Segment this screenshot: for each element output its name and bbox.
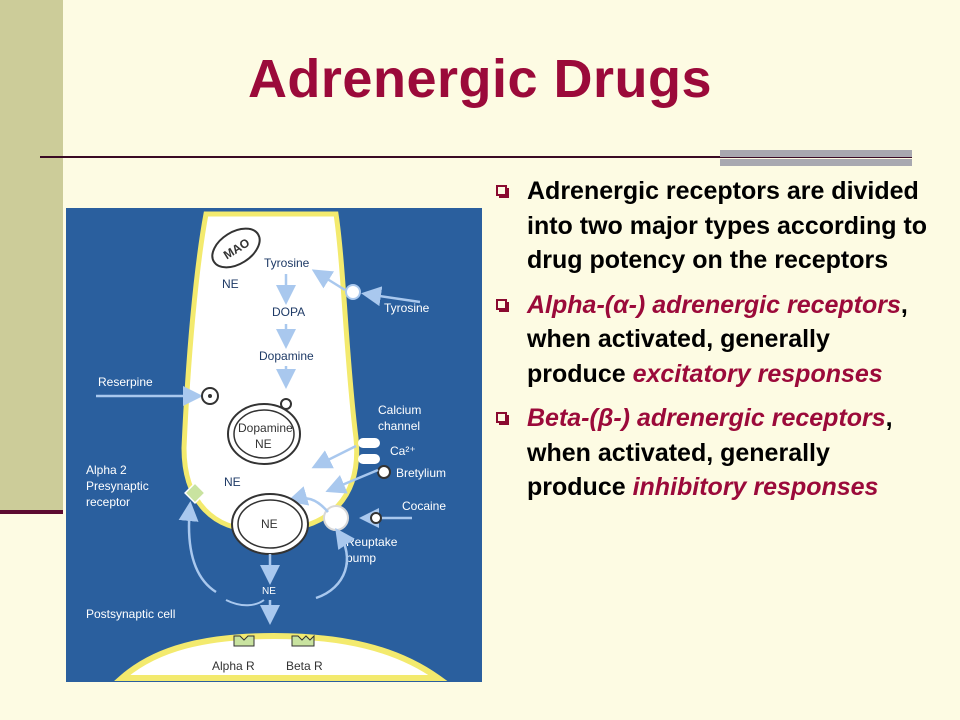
checkbox-bullet-icon bbox=[496, 412, 509, 425]
emphasis-text: inhibitory responses bbox=[632, 473, 879, 501]
emphasis-text: excitatory responses bbox=[632, 359, 883, 388]
bullet-item: Adrenergic receptors are divided into tw… bbox=[494, 174, 934, 278]
reuptake-label: Reuptake bbox=[346, 535, 398, 549]
left-decor-line bbox=[0, 510, 63, 514]
checkbox-bullet-icon bbox=[496, 185, 509, 198]
calcium-ion-label: Ca²⁺ bbox=[390, 444, 416, 458]
emphasis-text: Beta-(β-) adrenergic receptors bbox=[527, 404, 886, 432]
postsynaptic-cell bbox=[114, 632, 448, 681]
beta-receptor bbox=[291, 634, 315, 647]
alpha2-label-2: Presynaptic bbox=[86, 479, 149, 493]
bullet-list: Adrenergic receptors are divided into tw… bbox=[494, 174, 934, 515]
alpha-receptor bbox=[233, 635, 255, 647]
title-divider bbox=[40, 156, 912, 158]
vesicle2-ne-label: NE bbox=[261, 517, 278, 531]
adrenergic-synapse-diagram: MAO Tyrosine NE DOPA Dopamine Tyrosine R… bbox=[66, 208, 482, 682]
cocaine-label: Cocaine bbox=[402, 499, 446, 513]
tyrosine-inner-label: Tyrosine bbox=[264, 256, 310, 270]
title-divider-accent bbox=[720, 150, 912, 166]
reserpine-label: Reserpine bbox=[98, 375, 153, 389]
ne-mid-label: NE bbox=[224, 475, 241, 489]
postsynaptic-label: Postsynaptic cell bbox=[86, 607, 175, 621]
vesicle-ne-label: NE bbox=[255, 437, 272, 451]
slide-title: Adrenergic Drugs bbox=[247, 49, 713, 109]
bullet-text: Adrenergic receptors are divided into tw… bbox=[527, 177, 928, 274]
alpha2-label-3: receptor bbox=[86, 495, 130, 509]
tyrosine-outer-label: Tyrosine bbox=[384, 301, 430, 315]
alpha-r-label: Alpha R bbox=[212, 659, 255, 673]
emphasis-text: Alpha-(α-) adrenergic receptors bbox=[527, 290, 901, 319]
bretylium-label: Bretylium bbox=[396, 466, 446, 480]
mao-mitochondrion: MAO bbox=[211, 227, 261, 269]
bullet-item: Beta-(β-) adrenergic receptors, when act… bbox=[494, 401, 934, 505]
vesicle-dopamine-label: Dopamine bbox=[238, 421, 293, 435]
channel-label: channel bbox=[378, 419, 420, 433]
ne-top-label: NE bbox=[222, 277, 239, 291]
left-decor-band bbox=[0, 0, 63, 512]
bullet-item: Alpha-(α-) adrenergic receptors, when ac… bbox=[494, 288, 934, 392]
ne-cleft-label: NE bbox=[262, 586, 276, 597]
beta-r-label: Beta R bbox=[286, 659, 323, 673]
checkbox-bullet-icon bbox=[496, 298, 509, 312]
bullet-text: , when activated, generally produce bbox=[527, 290, 908, 388]
pump-label: pump bbox=[346, 551, 376, 565]
alpha2-label-1: Alpha 2 bbox=[86, 463, 127, 477]
dopa-label: DOPA bbox=[272, 305, 305, 319]
dopamine-label: Dopamine bbox=[259, 349, 314, 363]
bullet-text: , when activated, generally produce bbox=[527, 404, 893, 501]
calcium-label: Calcium bbox=[378, 403, 421, 417]
